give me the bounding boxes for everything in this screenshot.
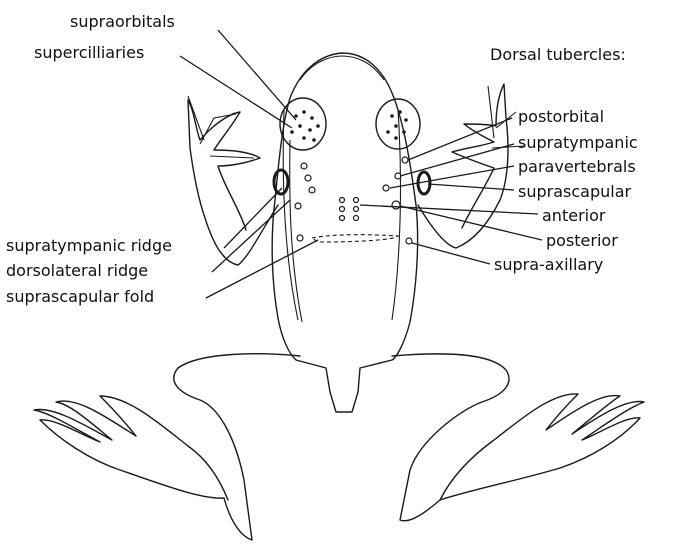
label-dorsolateral-ridge: dorsolateral ridge bbox=[6, 261, 148, 280]
label-supra-axillary: supra-axillary bbox=[494, 255, 603, 274]
left-forelimb bbox=[188, 100, 278, 265]
label-supratympanic: supratympanic bbox=[518, 133, 638, 152]
label-dorsal-tubercles-header: Dorsal tubercles: bbox=[490, 45, 626, 64]
label-supercilliaries: supercilliaries bbox=[34, 43, 144, 62]
label-supratympanic-ridge: supratympanic ridge bbox=[6, 236, 172, 255]
label-posterior: posterior bbox=[546, 231, 618, 250]
label-postorbital: postorbital bbox=[518, 107, 604, 126]
right-hindlimb bbox=[392, 354, 644, 521]
label-anterior: anterior bbox=[542, 206, 606, 225]
eye-right bbox=[376, 99, 420, 149]
label-suprascapular: suprascapular bbox=[518, 182, 632, 201]
label-paravertebrals: paravertebrals bbox=[518, 157, 636, 176]
left-hindlimb bbox=[34, 354, 300, 540]
right-forelimb bbox=[418, 84, 508, 248]
labels-left: supraorbitals supercilliaries supratympa… bbox=[6, 12, 175, 306]
frog-body-outline bbox=[272, 53, 417, 412]
labels-right: Dorsal tubercles: postorbital supratympa… bbox=[490, 45, 638, 274]
label-suprascapular-fold: suprascapular fold bbox=[6, 287, 154, 306]
dorsal-tubercles bbox=[295, 157, 412, 244]
label-supraorbitals: supraorbitals bbox=[70, 12, 175, 31]
leader-lines bbox=[180, 30, 542, 298]
